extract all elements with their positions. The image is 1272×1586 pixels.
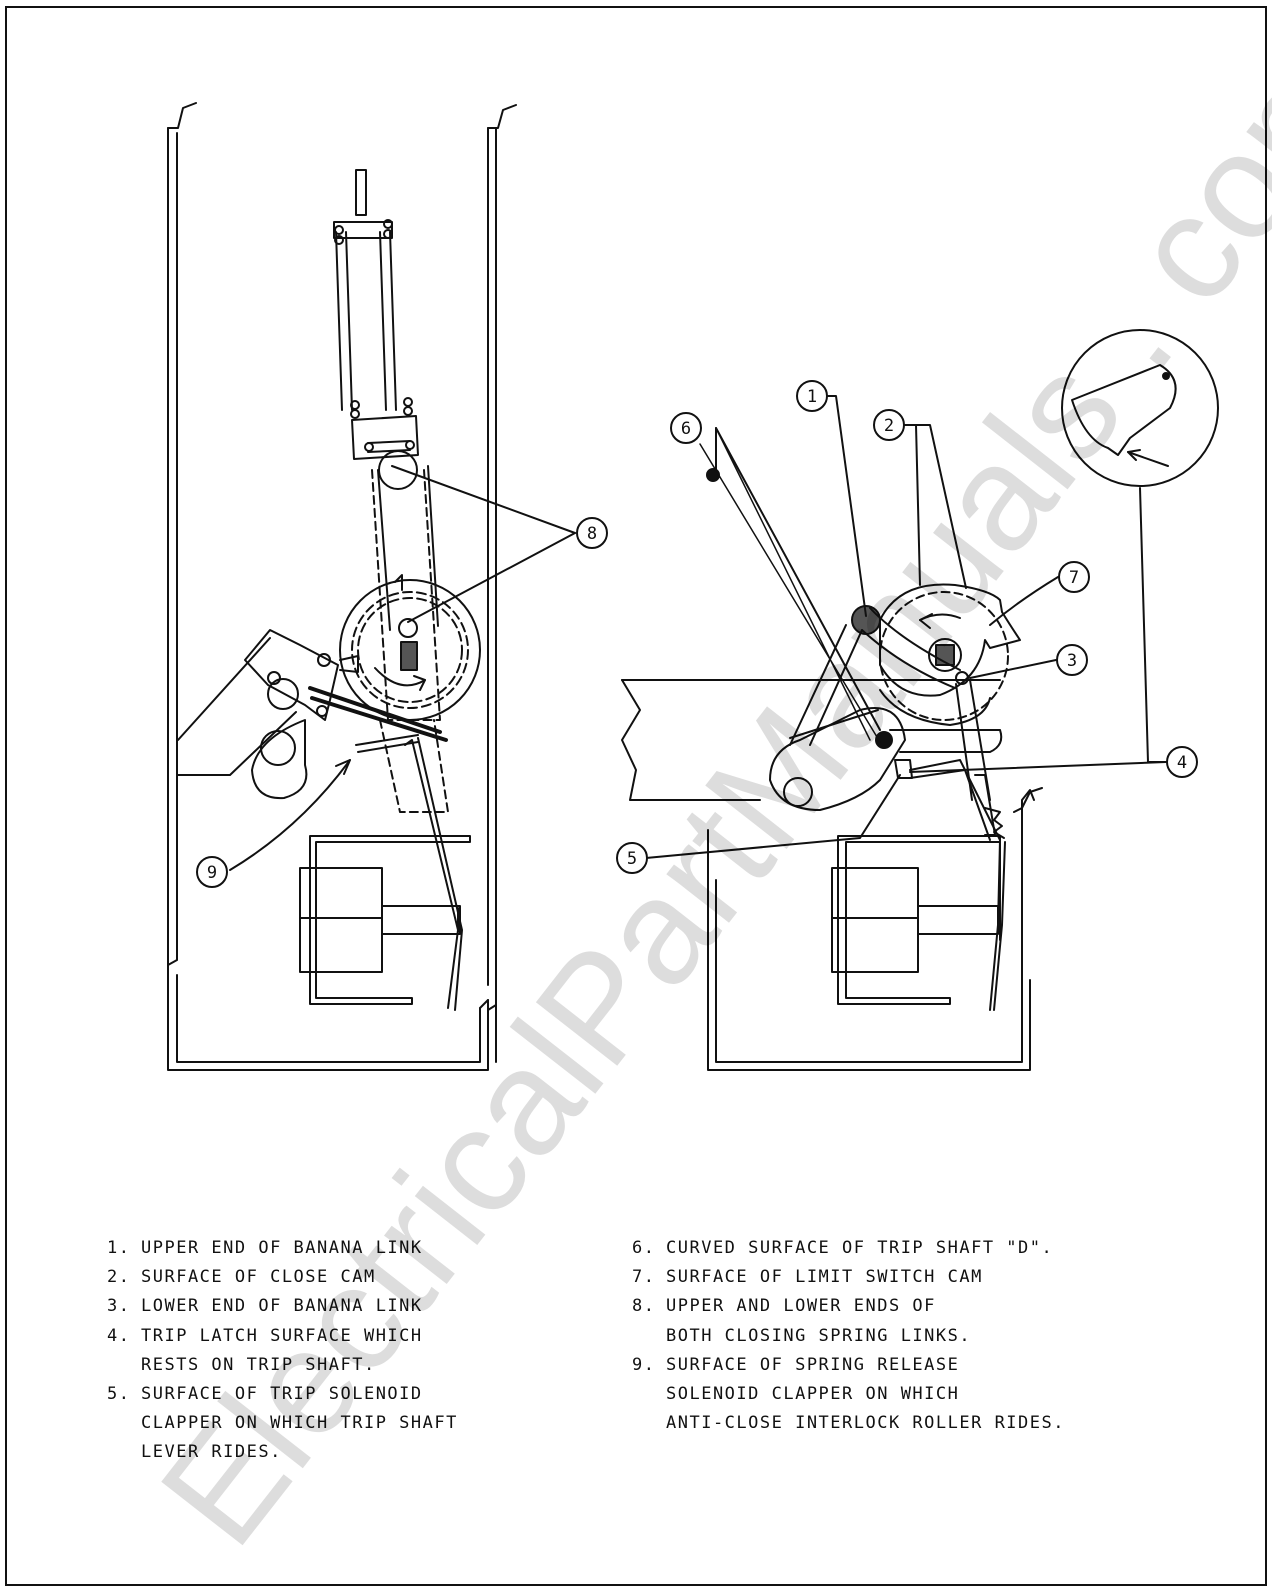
legend-item-text: SOLENOID CLAPPER ON WHICH xyxy=(666,1384,960,1405)
legend-item-number: 3. xyxy=(107,1296,131,1317)
spring-link xyxy=(371,450,449,813)
legend-item: RESTS ON TRIP SHAFT. xyxy=(107,1351,458,1380)
legend-item-text: UPPER END OF BANANA LINK xyxy=(141,1238,423,1258)
legend-item: 2. SURFACE OF CLOSE CAM xyxy=(107,1263,458,1292)
detail-circle xyxy=(1061,329,1219,487)
svg-text:7: 7 xyxy=(1069,568,1079,588)
svg-text:3: 3 xyxy=(1067,651,1077,671)
legend-item-number: 7. xyxy=(632,1267,656,1288)
legend-item-text: SURFACE OF CLOSE CAM xyxy=(141,1267,376,1288)
svg-text:5: 5 xyxy=(627,849,637,869)
legend-item-number: 9. xyxy=(632,1354,656,1375)
legend-item-number: 1. xyxy=(107,1238,131,1258)
svg-text:6: 6 xyxy=(681,419,691,439)
legend-item: 7. SURFACE OF LIMIT SWITCH CAM xyxy=(632,1263,1065,1292)
legend-item-number: 8. xyxy=(632,1296,656,1317)
legend-item-number xyxy=(632,1380,666,1409)
legend-item-text: BOTH CLOSING SPRING LINKS. xyxy=(666,1325,972,1346)
right-leaders xyxy=(645,395,1167,859)
legend-item: 3. LOWER END OF BANANA LINK xyxy=(107,1292,458,1321)
legend-item-text: SURFACE OF SPRING RELEASE xyxy=(666,1354,960,1375)
legend-item: LEVER RIDES. xyxy=(107,1438,458,1467)
callout-5: 5 xyxy=(616,842,648,874)
legend-item: ANTI-CLOSE INTERLOCK ROLLER RIDES. xyxy=(632,1409,1065,1438)
legend-item-number: 6. xyxy=(632,1238,656,1258)
trip-shaft-d xyxy=(706,468,720,482)
legend-item-number xyxy=(632,1322,666,1351)
left-cam-wheel xyxy=(339,574,481,721)
svg-text:2: 2 xyxy=(884,416,894,436)
legend-right: 6. CURVED SURFACE OF TRIP SHAFT "D". 7. SUR… xyxy=(632,1234,1065,1438)
callout-7: 7 xyxy=(1058,561,1090,593)
left-frame xyxy=(167,102,517,1071)
svg-text:8: 8 xyxy=(587,524,597,544)
legend-item-number: 4. xyxy=(107,1325,131,1346)
legend-item-text: RESTS ON TRIP SHAFT. xyxy=(141,1354,376,1375)
left-view xyxy=(167,102,576,1071)
legend-item-text: LOWER END OF BANANA LINK xyxy=(141,1296,423,1317)
left-leaders xyxy=(229,465,576,871)
svg-text:9: 9 xyxy=(207,863,217,883)
legend-item: SOLENOID CLAPPER ON WHICH xyxy=(632,1380,1065,1409)
legend-item-text: UPPER AND LOWER ENDS OF xyxy=(666,1296,936,1317)
legend-item: 1. UPPER END OF BANANA LINK xyxy=(107,1234,458,1263)
callout-6: 6 xyxy=(670,412,702,444)
legend-item: BOTH CLOSING SPRING LINKS. xyxy=(632,1322,1065,1351)
close-cam xyxy=(851,583,1021,726)
legend-item-text: SURFACE OF LIMIT SWITCH CAM xyxy=(666,1267,983,1288)
right-view xyxy=(621,329,1219,1071)
callouts: 1 2 3 4 5 6 7 8 9 xyxy=(196,380,1198,888)
legend-item-number xyxy=(107,1351,141,1380)
right-solenoid xyxy=(831,835,1001,1005)
legend-item-text: CLAPPER ON WHICH TRIP SHAFT xyxy=(141,1413,458,1434)
legend-item-text: ANTI-CLOSE INTERLOCK ROLLER RIDES. xyxy=(666,1413,1065,1434)
svg-text:4: 4 xyxy=(1177,753,1187,773)
legend-item-text: CURVED SURFACE OF TRIP SHAFT "D". xyxy=(666,1238,1054,1258)
legend-item-number xyxy=(632,1409,666,1438)
legend-item-number xyxy=(107,1438,141,1467)
callout-1: 1 xyxy=(796,380,828,412)
callout-3: 3 xyxy=(1056,644,1088,676)
legend-item-number xyxy=(107,1409,141,1438)
legend-item: 9. SURFACE OF SPRING RELEASE xyxy=(632,1351,1065,1380)
closing-spring-assembly xyxy=(333,169,419,460)
callout-8: 8 xyxy=(576,517,608,549)
legend-left: 1. UPPER END OF BANANA LINK 2. SURFACE OF C… xyxy=(107,1234,458,1468)
callout-9: 9 xyxy=(196,856,228,888)
legend-item: CLAPPER ON WHICH TRIP SHAFT xyxy=(107,1409,458,1438)
legend-item-text: SURFACE OF TRIP SOLENOID xyxy=(141,1384,423,1405)
legend-item-text: TRIP LATCH SURFACE WHICH xyxy=(141,1325,423,1346)
legend-item-number: 5. xyxy=(107,1384,131,1405)
left-solenoid xyxy=(299,835,471,1005)
svg-text:1: 1 xyxy=(807,387,817,407)
legend-item: 8. UPPER AND LOWER ENDS OF xyxy=(632,1292,1065,1321)
legend-item-text: LEVER RIDES. xyxy=(141,1442,282,1463)
legend-item-number: 2. xyxy=(107,1267,131,1288)
legend-item: 5. SURFACE OF TRIP SOLENOID xyxy=(107,1380,458,1409)
callout-4: 4 xyxy=(1166,746,1198,778)
legend-item: 4. TRIP LATCH SURFACE WHICH xyxy=(107,1322,458,1351)
legend-item: 6. CURVED SURFACE OF TRIP SHAFT "D". xyxy=(632,1234,1065,1263)
left-levers xyxy=(177,629,463,1011)
trip-latch xyxy=(769,707,1006,1011)
callout-2: 2 xyxy=(873,409,905,441)
